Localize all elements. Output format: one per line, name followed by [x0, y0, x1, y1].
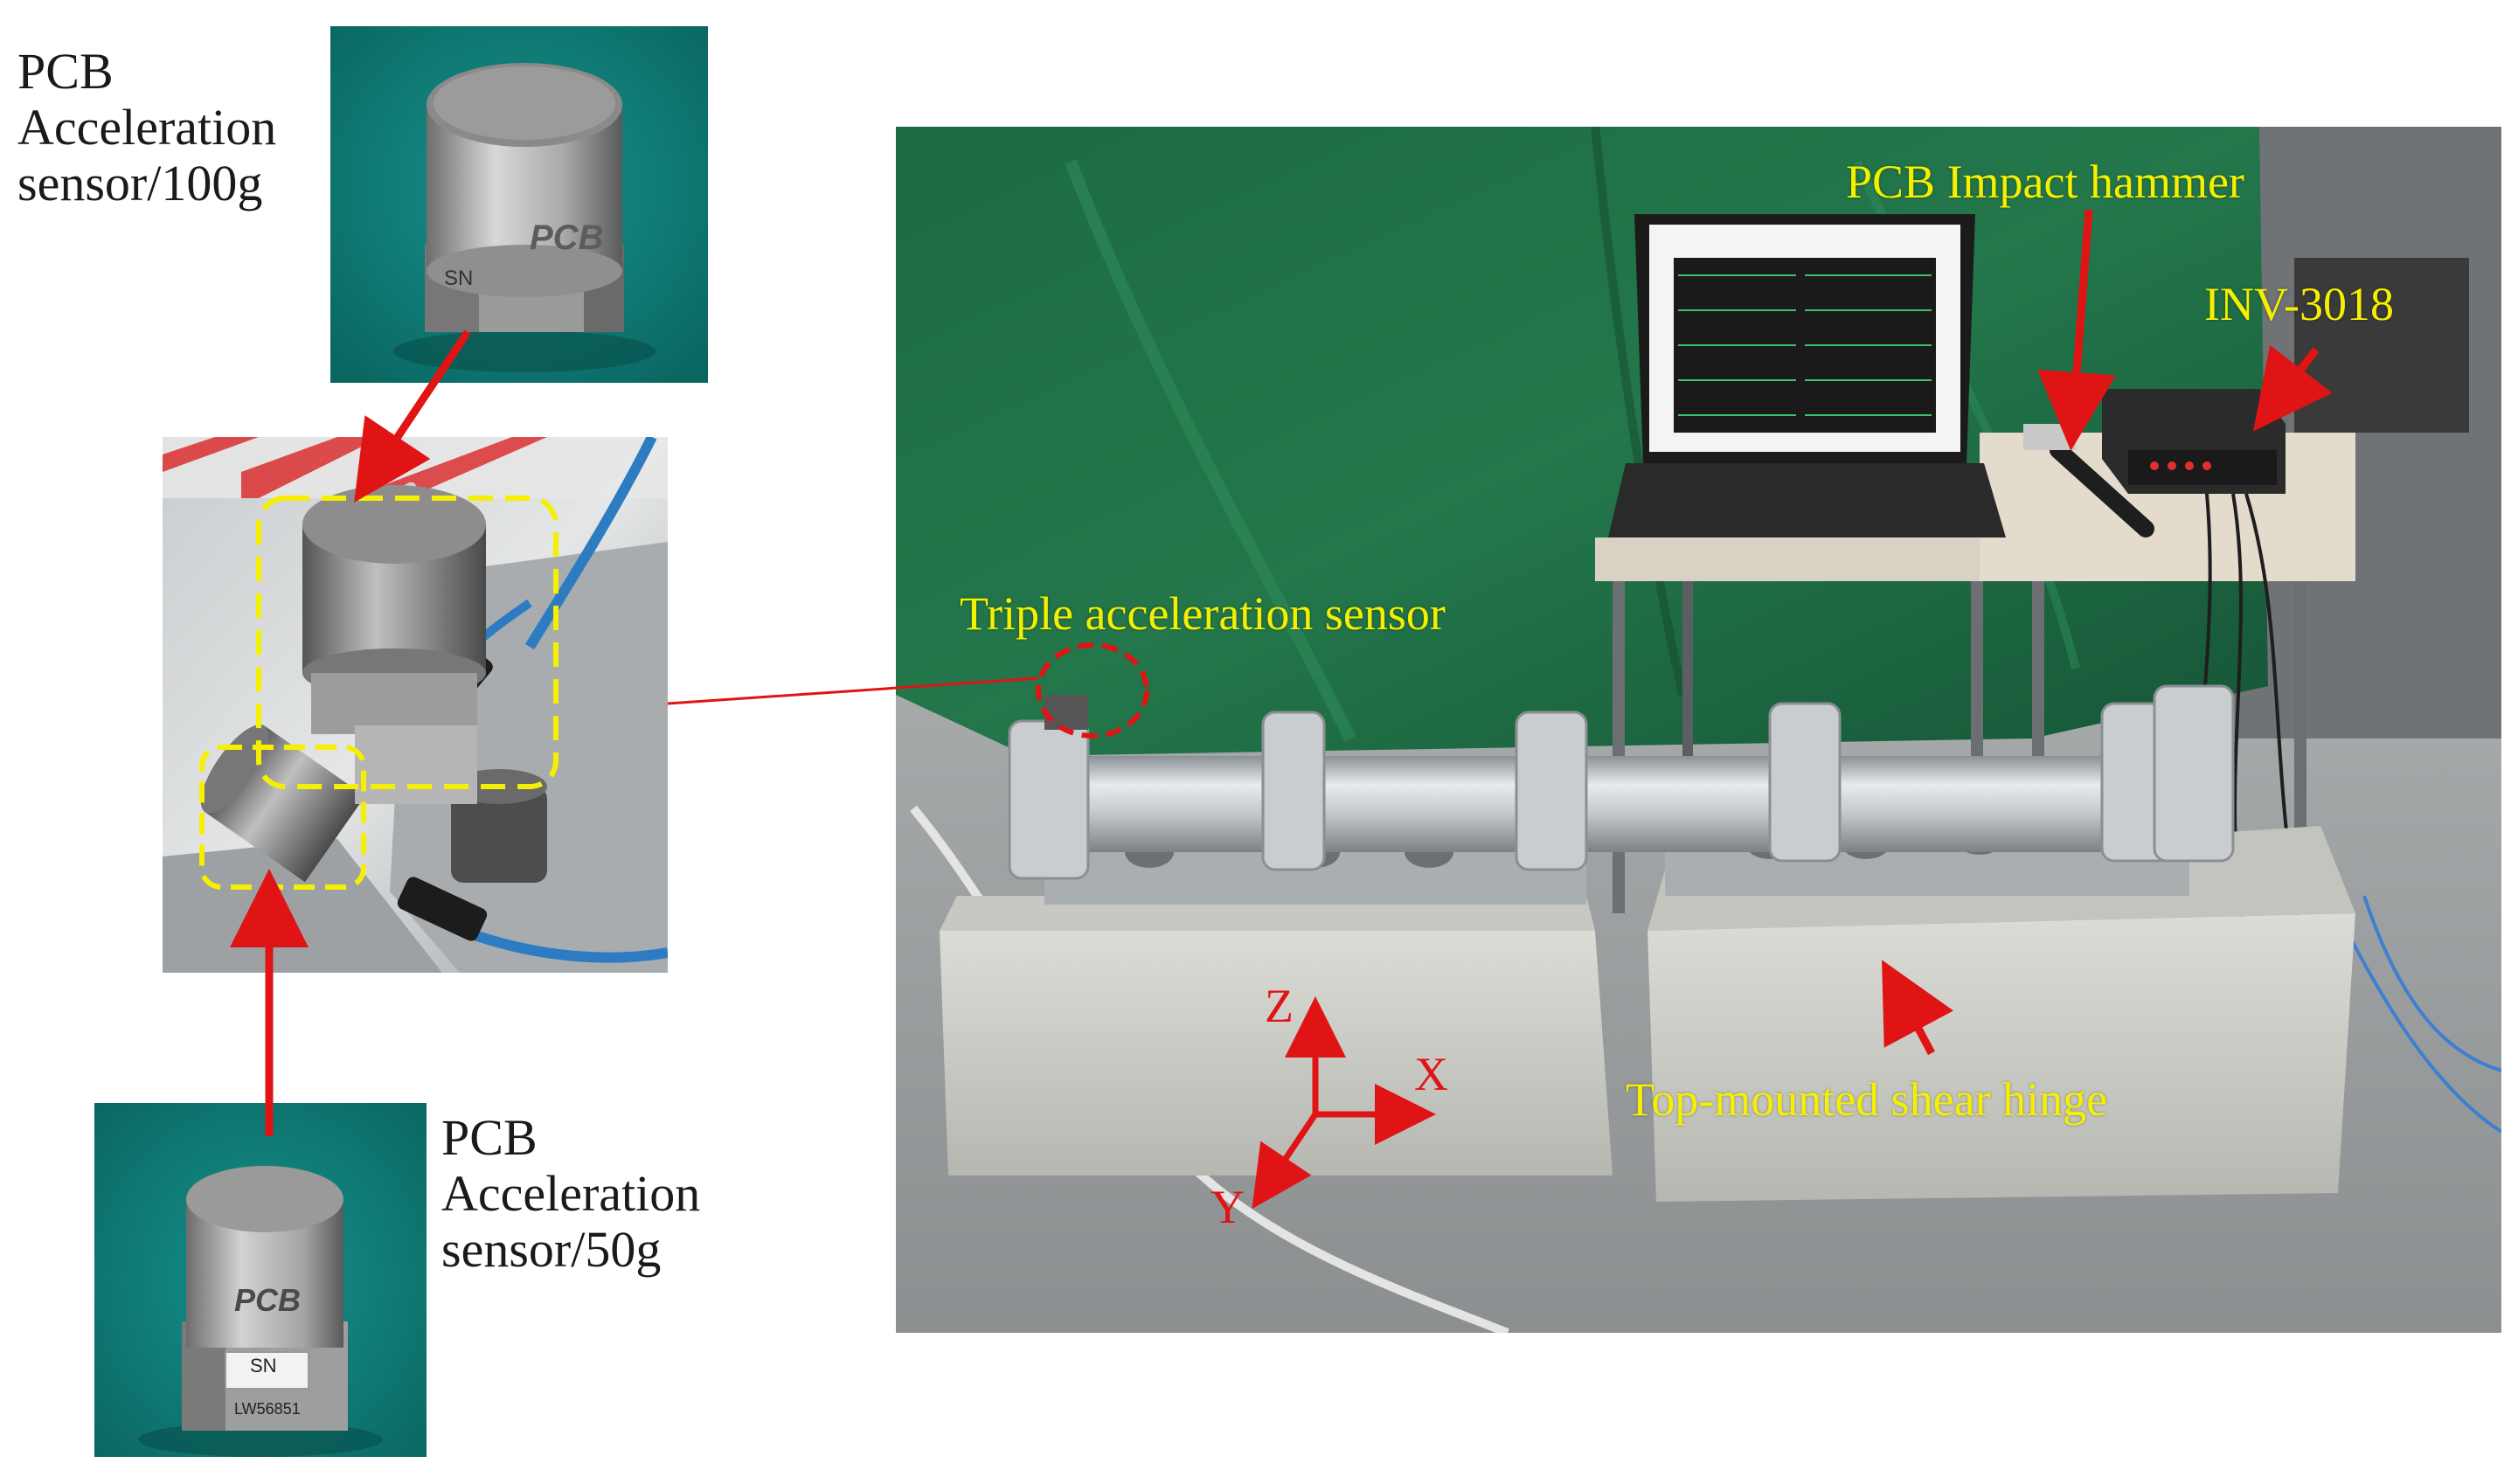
label-line: Acceleration: [441, 1166, 700, 1222]
label-triple-sensor: Triple acceleration sensor: [960, 587, 1446, 640]
label-line: PCB: [441, 1110, 700, 1166]
label-line: sensor/50g: [441, 1222, 700, 1278]
sensor-brand-text: PCB: [530, 218, 603, 258]
label-line: sensor/100g: [17, 156, 276, 212]
sensor-sn-text: SN: [250, 1355, 277, 1377]
axis-label-y: Y: [1210, 1180, 1245, 1234]
label-impact-hammer: PCB Impact hammer: [1846, 156, 2244, 208]
label-shear-hinge: Top-mounted shear hinge: [1626, 1073, 2107, 1126]
axis-label-x: X: [1414, 1047, 1448, 1101]
sensor-sn-text: SN: [444, 267, 473, 291]
sensor-brand-text: PCB: [234, 1282, 301, 1319]
label-line: Acceleration: [17, 100, 276, 156]
label-sensor-100g: PCB Acceleration sensor/100g: [17, 44, 276, 212]
photo-sensor-50g: PCB SN LW56851: [94, 1103, 427, 1457]
photo-sensor-100g: PCB SN: [330, 26, 708, 383]
axis-label-z: Z: [1265, 979, 1294, 1033]
label-daq: INV-3018: [2204, 278, 2394, 330]
sensor-serial-text: LW56851: [234, 1400, 301, 1418]
label-sensor-50g: PCB Acceleration sensor/50g: [441, 1110, 700, 1278]
label-line: PCB: [17, 44, 276, 100]
photo-sensor-closeup: [163, 437, 668, 973]
